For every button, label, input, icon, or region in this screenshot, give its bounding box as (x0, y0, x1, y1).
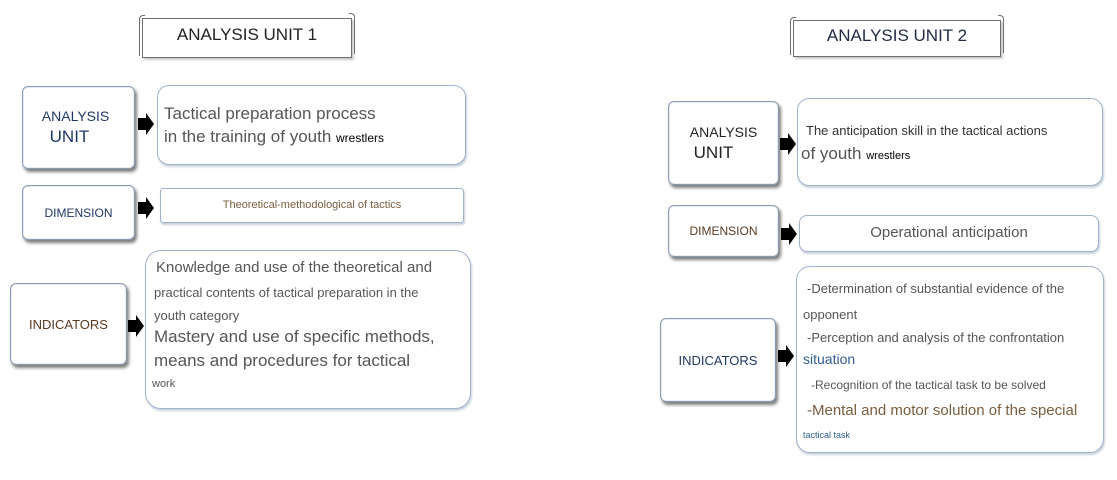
unit1-indicator-line4: Mastery and use of specific methods, (154, 327, 435, 346)
unit1-indicators-text-box: Knowledge and use of the theoretical and… (145, 250, 471, 409)
unit1-indicators-arrow-icon (128, 315, 144, 337)
unit2-indicators-arrow-icon (778, 345, 794, 367)
unit1-dimension-label: DIMENSION (44, 205, 113, 220)
unit1-indicator-line1: Knowledge and use of the theoretical and (156, 259, 433, 276)
unit2-indicator-line2: opponent (803, 307, 858, 322)
unit2-analysis-text-box: The anticipation skill in the tactical a… (797, 98, 1103, 186)
unit1-indicators-label: INDICATORS (29, 316, 108, 332)
unit2-indicator-line7: tactical task (803, 430, 851, 440)
unit2-title-banner: ANALYSIS UNIT 2 (790, 15, 1004, 57)
unit2-analysis-text-line2: of youth wrestlers (801, 144, 910, 164)
unit1-indicator-line2: practical contents of tactical preparati… (154, 285, 419, 300)
unit2-analysis-label-line1: ANALYSIS (689, 123, 758, 140)
unit2-indicators-label: INDICATORS (678, 352, 758, 368)
unit2-dimension-label-box: DIMENSION (668, 205, 779, 257)
unit2-indicators-text-box: -Determination of substantial evidence o… (796, 266, 1104, 453)
unit2-indicator-line1: -Determination of substantial evidence o… (807, 281, 1065, 296)
unit1-analysis-text-box: Tactical preparation process in the trai… (157, 85, 466, 165)
unit1-title-banner: ANALYSIS UNIT 1 (139, 13, 355, 58)
unit1-indicators-label-box: INDICATORS (10, 283, 127, 365)
unit2-title: ANALYSIS UNIT 2 (826, 26, 968, 45)
unit1-analysis-label-line2: UNIT (49, 127, 90, 146)
unit1-analysis-label-line1: ANALYSIS (41, 108, 110, 124)
unit1-dimension-arrow-icon (138, 197, 154, 219)
unit2-indicator-line6: -Mental and motor solution of the specia… (807, 402, 1078, 419)
unit2-indicators-label-box: INDICATORS (660, 318, 776, 402)
unit1-dimension-label-box: DIMENSION (22, 185, 135, 240)
unit1-indicator-line5: means and procedures for tactical (154, 351, 411, 370)
unit1-analysis-text-line1: Tactical preparation process (164, 104, 376, 123)
unit2-analysis-text-line1: The anticipation skill in the tactical a… (806, 123, 1048, 138)
unit1-analysis-text-line2b: wrestlers (336, 131, 385, 145)
unit1-dimension-text: Theoretical-methodological of tactics (222, 199, 402, 211)
unit2-analysis-arrow-icon (780, 133, 796, 155)
unit2-indicator-line4: situation (803, 351, 856, 367)
unit1-analysis-text-line2a: in the training of youth (164, 127, 332, 146)
unit1-dimension-text-box: Theoretical-methodological of tactics (160, 188, 464, 223)
unit1-indicator-line6: work (152, 378, 176, 390)
unit2-dimension-label: DIMENSION (689, 224, 758, 238)
unit2-dimension-text: Operational anticipation (870, 224, 1028, 241)
unit2-analysis-text-line2b: wrestlers (866, 150, 911, 162)
unit1-analysis-text-line2: in the training of youth wrestlers (164, 127, 384, 147)
unit1-indicator-line3: youth category (154, 308, 240, 323)
unit1-analysis-arrow-icon (138, 113, 154, 135)
unit2-analysis-text-line2a: of youth (801, 144, 862, 163)
unit2-dimension-text-box: Operational anticipation (799, 215, 1099, 252)
unit1-title: ANALYSIS UNIT 1 (176, 25, 318, 44)
unit2-indicator-line5: -Recognition of the tactical task to be … (811, 378, 1046, 392)
unit2-analysis-label-box: ANALYSIS UNIT (668, 101, 779, 185)
unit2-dimension-arrow-icon (781, 223, 797, 245)
unit2-indicator-line3: -Perception and analysis of the confront… (807, 330, 1065, 345)
unit2-analysis-label-line2: UNIT (693, 142, 734, 162)
unit1-analysis-label-box: ANALYSIS UNIT (22, 86, 135, 169)
